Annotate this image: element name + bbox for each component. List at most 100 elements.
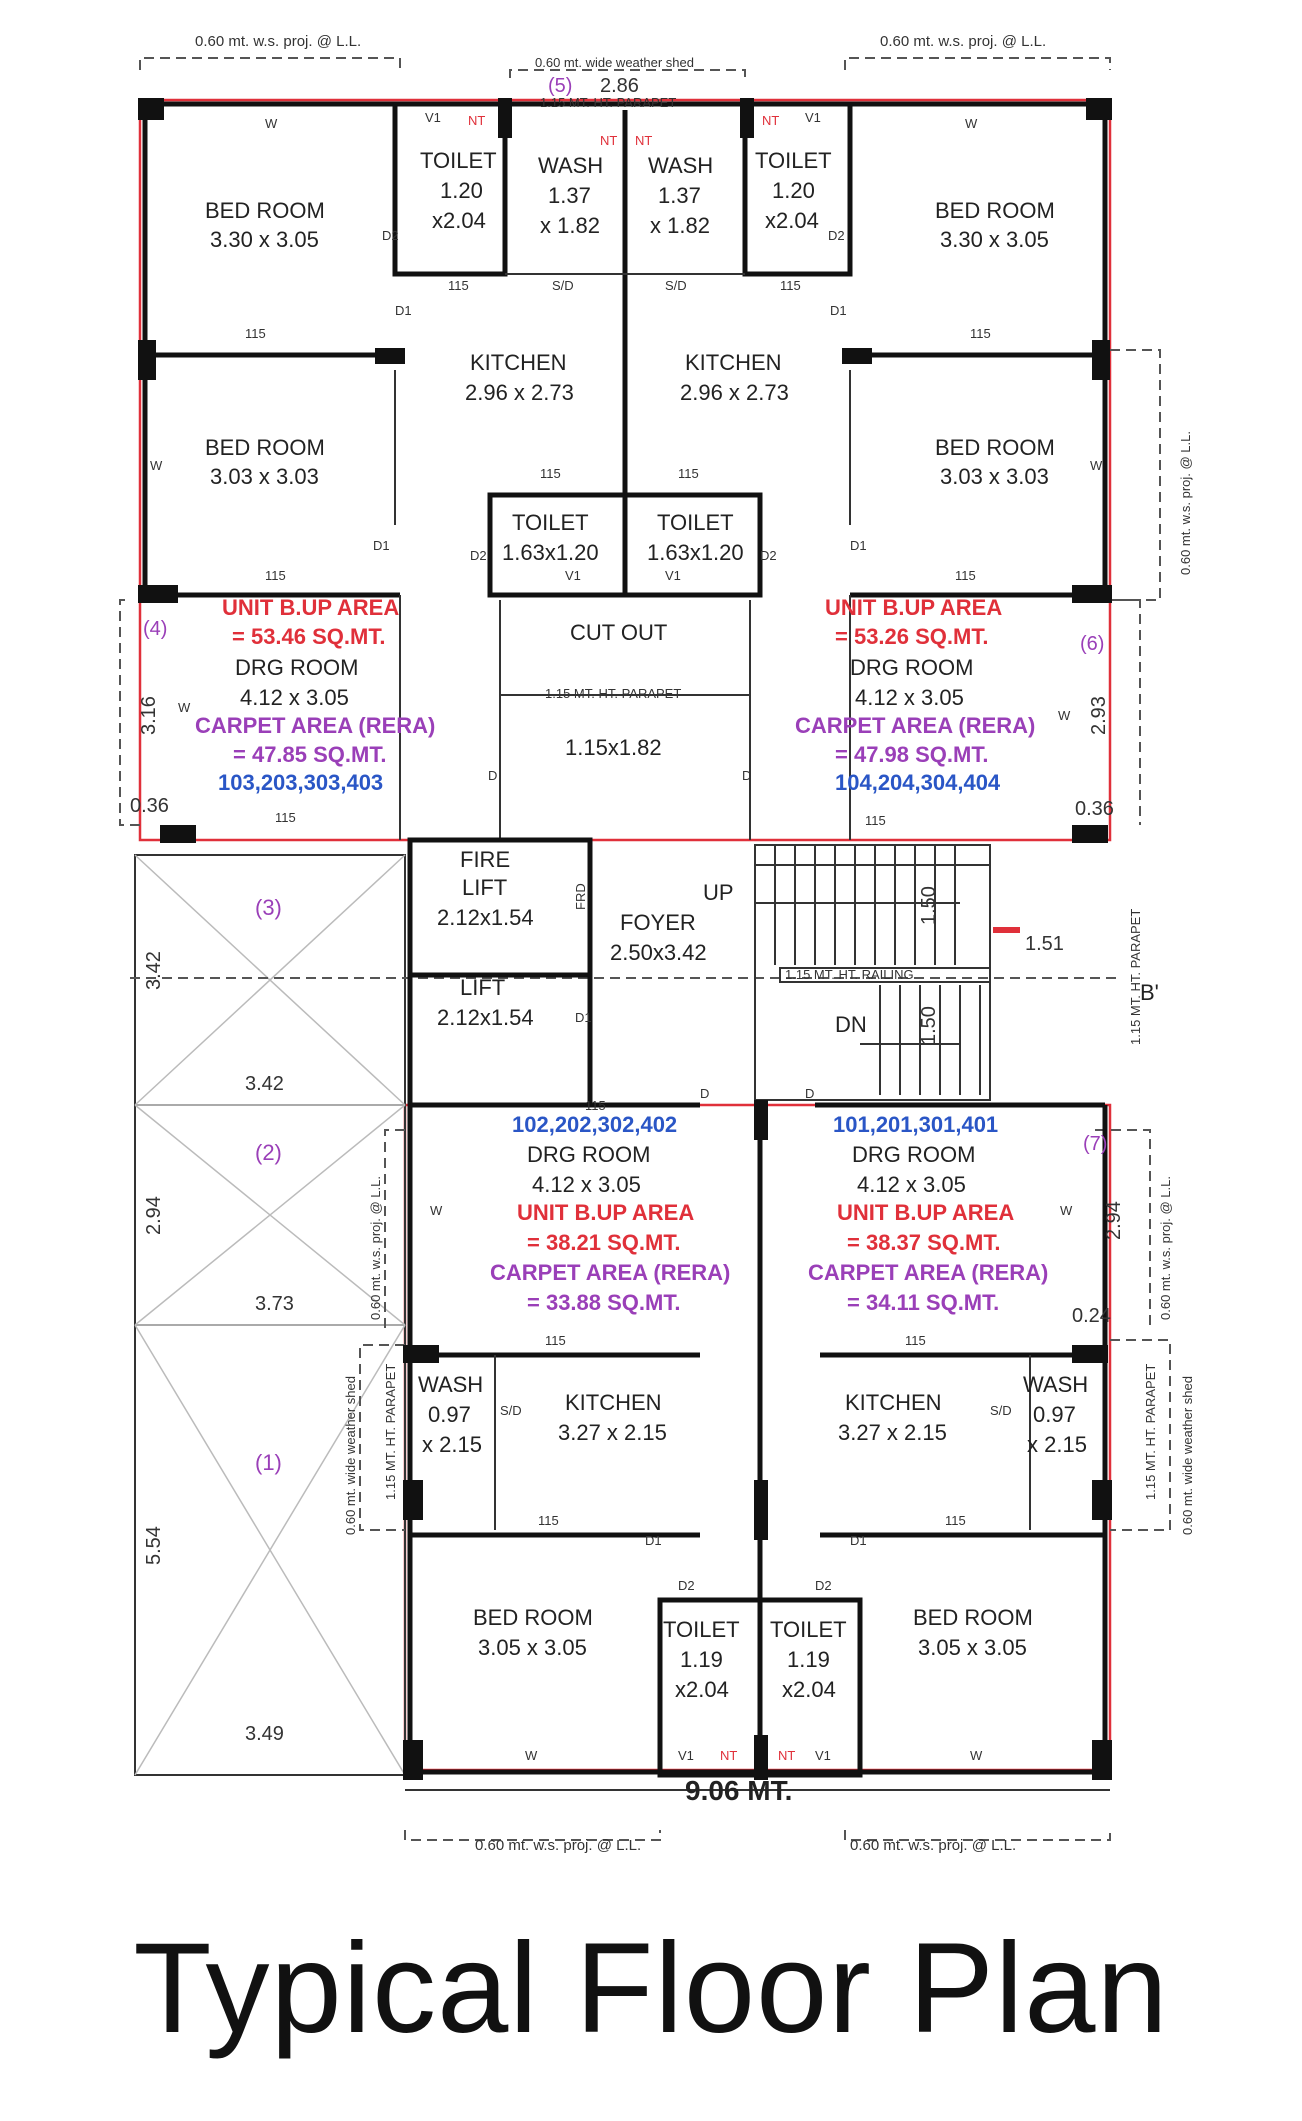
toilet-ml-size: 1.63x1.20	[502, 540, 599, 565]
label-wall-1: 115	[448, 278, 469, 293]
kitchen-tl-size: 2.96 x 2.73	[465, 380, 574, 405]
unit-tl-room: DRG ROOM	[235, 655, 358, 680]
label-v1-mr: V1	[665, 568, 681, 583]
label-w-drg-br: W	[1060, 1203, 1073, 1218]
bed-mr-size: 3.03 x 3.03	[940, 464, 1049, 489]
wash-tl-size2: x 1.82	[540, 213, 600, 238]
wash-tr-size1: 1.37	[658, 183, 701, 208]
parapet-left-wash: 1.15 MT. HT. PARAPET	[383, 1364, 398, 1500]
label-sd-br: S/D	[990, 1403, 1012, 1418]
label-v1-tr: V1	[805, 110, 821, 125]
label-wall-7: 115	[265, 568, 286, 583]
lift-name: LIFT	[460, 975, 505, 1000]
wash-tr-size2: x 1.82	[650, 213, 710, 238]
wash-br-size1: 0.97	[1033, 1402, 1076, 1427]
label-d1-br: D1	[850, 1533, 867, 1548]
bed-tr-size: 3.30 x 3.05	[940, 227, 1049, 252]
label-wall-13: 115	[905, 1333, 926, 1348]
marker-3: (3)	[255, 895, 282, 920]
foyer-size: 2.50x3.42	[610, 940, 707, 965]
toilet-br-name: TOILET	[770, 1617, 847, 1642]
label-w-drg-l: W	[178, 700, 191, 715]
parapet-right-wash: 1.15 MT. HT. PARAPET	[1143, 1364, 1158, 1500]
label-d2-mr: D2	[760, 548, 777, 563]
wash-tr-name: WASH	[648, 153, 713, 178]
label-v1-ml: V1	[565, 568, 581, 583]
unit-br-numbers: 101,201,301,401	[833, 1112, 998, 1137]
label-v1-tl: V1	[425, 110, 441, 125]
label-d1-bl: D1	[645, 1533, 662, 1548]
label-d2-tl: D2	[382, 228, 399, 243]
label-d2-br: D2	[815, 1578, 832, 1593]
toilet-br-size2: x2.04	[782, 1677, 836, 1702]
unit-tl-bup-label: UNIT B.UP AREA	[222, 595, 399, 620]
bed-br-size: 3.05 x 3.05	[918, 1635, 1027, 1660]
label-d-br: D	[805, 1086, 814, 1101]
dim-2-94-left: 2.94	[143, 1196, 165, 1235]
toilet-tr-name: TOILET	[755, 148, 832, 173]
toilet-tl-size2: x2.04	[432, 208, 486, 233]
unit-bl-room: DRG ROOM	[527, 1142, 650, 1167]
toilet-tr-size1: 1.20	[772, 178, 815, 203]
dim-1-51: 1.51	[1025, 933, 1064, 955]
label-w-bl: W	[525, 1748, 538, 1763]
label-wall-9: 115	[275, 810, 296, 825]
proj-right-shed: 0.60 mt. wide weather shed	[1180, 1376, 1195, 1535]
dim-0-36-left: 0.36	[130, 795, 169, 817]
unit-tl-size: 4.12 x 3.05	[240, 685, 349, 710]
wash-br-size2: x 2.15	[1027, 1432, 1087, 1457]
toilet-bl-size1: 1.19	[680, 1647, 723, 1672]
marker-2: (2)	[255, 1140, 282, 1165]
bed-mr-name: BED ROOM	[935, 435, 1055, 460]
label-d2-ml: D2	[470, 548, 487, 563]
unit-br-room: DRG ROOM	[852, 1142, 975, 1167]
dim-width-total: 9.06 MT.	[685, 1775, 792, 1806]
unit-br-bup-label: UNIT B.UP AREA	[837, 1200, 1014, 1225]
label-wall-4: 115	[970, 326, 991, 341]
label-d1-lift: D1	[575, 1010, 592, 1025]
label-w-ml: W	[150, 458, 163, 473]
proj-left-lower: 0.60 mt. w.s. proj. @ L.L.	[368, 1176, 383, 1320]
label-wall-15: 115	[945, 1513, 966, 1528]
toilet-tl-size1: 1.20	[440, 178, 483, 203]
frd-label: FRD	[573, 883, 588, 910]
label-nt-3: NT	[600, 133, 617, 148]
marker-4: (4)	[143, 618, 167, 640]
kitchen-tr-name: KITCHEN	[685, 350, 782, 375]
dim-2-86: 2.86	[600, 75, 639, 97]
parapet-mid: 1.15 MT. HT. PARAPET	[545, 686, 681, 701]
unit-br-carpet-value: = 34.11 SQ.MT.	[847, 1290, 999, 1315]
label-d1-tl: D1	[395, 303, 412, 318]
proj-right-upper: 0.60 mt. w.s. proj. @ L.L.	[1178, 431, 1193, 575]
projection-lines	[119, 57, 1171, 1841]
label-nt-1: NT	[468, 113, 485, 128]
dim-0-24: 0.24	[1072, 1305, 1111, 1327]
label-d-bl: D	[700, 1086, 709, 1101]
label-wall-11: 115	[585, 1098, 606, 1113]
railing-label: 1.15 MT. HT. RAILING	[785, 967, 914, 982]
label-d1-ml: D1	[373, 538, 390, 553]
kitchen-tl-name: KITCHEN	[470, 350, 567, 375]
unit-bl-carpet-label: CARPET AREA (RERA)	[490, 1260, 730, 1285]
label-wall-12: 115	[545, 1333, 566, 1348]
kitchen-br-size: 3.27 x 2.15	[838, 1420, 947, 1445]
dim-0-36-right: 0.36	[1075, 798, 1114, 820]
proj-bottom-left: 0.60 mt. w.s. proj. @ L.L.	[475, 1837, 641, 1854]
label-nt-4: NT	[635, 133, 652, 148]
kitchen-tr-size: 2.96 x 2.73	[680, 380, 789, 405]
label-d-tr: D	[742, 768, 751, 783]
marker-b: B'	[1140, 980, 1159, 1005]
proj-right-lower: 0.60 mt. w.s. proj. @ L.L.	[1158, 1176, 1173, 1320]
toilet-bl-name: TOILET	[663, 1617, 740, 1642]
toilet-bl-size2: x2.04	[675, 1677, 729, 1702]
unit-bl-size: 4.12 x 3.05	[532, 1172, 641, 1197]
lift-size: 2.12x1.54	[437, 1005, 534, 1030]
bed-ml-name: BED ROOM	[205, 435, 325, 460]
label-w-tr: W	[965, 116, 978, 131]
dim-3-16: 3.16	[138, 696, 160, 735]
unit-bl-numbers: 102,202,302,402	[512, 1112, 677, 1137]
columns	[138, 98, 1112, 1780]
unit-br-carpet-label: CARPET AREA (RERA)	[808, 1260, 1048, 1285]
label-w-tl: W	[265, 116, 278, 131]
wash-br-name: WASH	[1023, 1372, 1088, 1397]
